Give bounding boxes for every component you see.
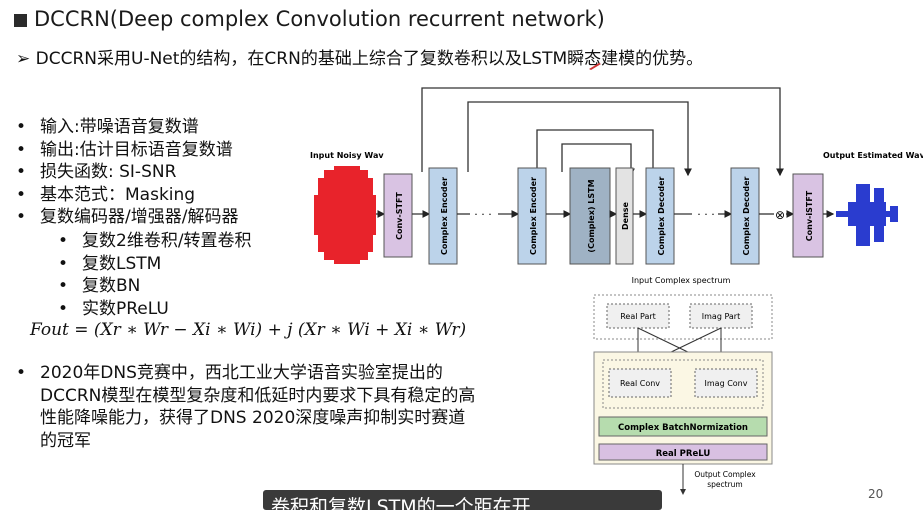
bullet-paradigm: 基本范式：Masking <box>14 184 238 207</box>
complex-decoder-label-2: Complex Decoder <box>742 176 751 255</box>
imag-part-label: Imag Part <box>702 312 740 321</box>
skip-connection-inner <box>536 129 657 177</box>
real-conv-label: Real Conv <box>620 379 660 388</box>
imag-conv-box <box>694 368 758 398</box>
complex-decoder-block-2 <box>730 167 760 265</box>
ellipsis-2: · · · <box>697 208 714 221</box>
real-part-box <box>606 303 670 329</box>
intro-text: ➢ DCCRN采用U-Net的结构，在CRN的基础上综合了复数卷积以及LSTM瞬… <box>16 49 704 69</box>
complex-decoder-block-1 <box>645 167 675 265</box>
input-wav-label: Input Noisy Wav <box>310 151 384 160</box>
complex-encoder-block-1 <box>428 167 458 265</box>
caption-text: 卷积和复数LSTM的一个距在开 <box>271 496 531 510</box>
input-waveform <box>314 166 376 264</box>
pen-icon <box>589 63 601 70</box>
input-split-group <box>593 294 773 340</box>
imag-conv-label: Imag Conv <box>705 379 748 388</box>
complex-lstm-block <box>569 167 611 265</box>
conv-istft-block <box>792 173 824 258</box>
sub-bullet-lstm: 复数LSTM <box>58 253 252 276</box>
bullet-output: 输出:估计目标语音复数谱 <box>14 139 238 162</box>
subtitle-caption: 卷积和复数LSTM的一个距在开 <box>263 490 662 510</box>
conv-stft-label: Conv-STFT <box>395 192 404 240</box>
dns-text: 2020年DNS竞赛中，西北工业大学语音实验室提出的DCCRN模型在模型复杂度和… <box>40 363 476 451</box>
dccrn-architecture-diagram: Input Noisy Wav Conv-STFT Complex Encode… <box>310 87 923 265</box>
ellipsis-1: · · · <box>474 208 491 221</box>
complex-encoder-label-1: Complex Encoder <box>440 177 449 255</box>
page-number: 20 <box>868 487 884 501</box>
sub-bullet-prelu: 实数PReLU <box>58 298 252 321</box>
sub-bullet-list: 复数2维卷积/转置卷积 复数LSTM 复数BN 实数PReLU <box>58 230 252 320</box>
complex-encoder-label-2: Complex Encoder <box>529 177 538 255</box>
real-prelu-label: Real PReLU <box>656 449 711 459</box>
dns-bullet-dot: • <box>16 363 27 383</box>
real-conv-box <box>608 368 672 398</box>
complex-encoder-block-2 <box>517 167 547 265</box>
slide-title: DCCRN(Deep complex Convolution recurrent… <box>34 7 605 31</box>
skip-connection-outer <box>421 87 784 177</box>
conv-inner-group <box>602 359 764 409</box>
output-wav-label: Output Estimated Wav <box>823 151 923 160</box>
skip-connection-lstm <box>561 143 635 177</box>
skip-connection-middle <box>467 101 692 177</box>
conv-stft-block <box>383 173 413 258</box>
multiply-icon: ⊗ <box>775 208 785 222</box>
output-waveform <box>836 184 898 246</box>
complex-decoder-label-1: Complex Decoder <box>657 176 666 255</box>
bullet-list: 输入:带噪语音复数谱 输出:估计目标语音复数谱 损失函数: SI-SNR 基本范… <box>14 116 238 229</box>
dense-label: Dense <box>621 201 630 230</box>
output-complex-label: Output Complex <box>694 470 756 479</box>
dns-paragraph: • 2020年DNS竞赛中，西北工业大学语音实验室提出的DCCRN模型在模型复杂… <box>14 362 482 452</box>
formula: Fout = (Xr ∗ Wr − Xi ∗ Wi) + j (Xr ∗ Wi … <box>30 320 467 340</box>
complex-lstm-label: (Complex) LSTM <box>587 179 596 252</box>
output-spectrum-label: spectrum <box>707 480 743 489</box>
conv-istft-label: Conv-iSTFT <box>805 190 814 241</box>
bullet-codec: 复数编码器/增强器/解码器 <box>14 206 238 229</box>
title-square-icon <box>14 14 27 27</box>
input-complex-spectrum-label: Input Complex spectrum <box>632 276 731 285</box>
sub-bullet-conv: 复数2维卷积/转置卷积 <box>58 230 252 253</box>
real-part-label: Real Part <box>620 312 656 321</box>
bullet-loss: 损失函数: SI-SNR <box>14 161 238 184</box>
dense-block <box>615 167 634 265</box>
sub-bullet-bn: 复数BN <box>58 275 252 298</box>
real-prelu-box <box>598 443 768 461</box>
complex-batchnorm-box <box>598 416 768 437</box>
complex-module-diagram: Input Complex spectrum Real Part Imag Pa… <box>593 276 773 495</box>
complex-batchnorm-label: Complex BatchNormization <box>618 423 748 433</box>
bullet-input: 输入:带噪语音复数谱 <box>14 116 238 139</box>
